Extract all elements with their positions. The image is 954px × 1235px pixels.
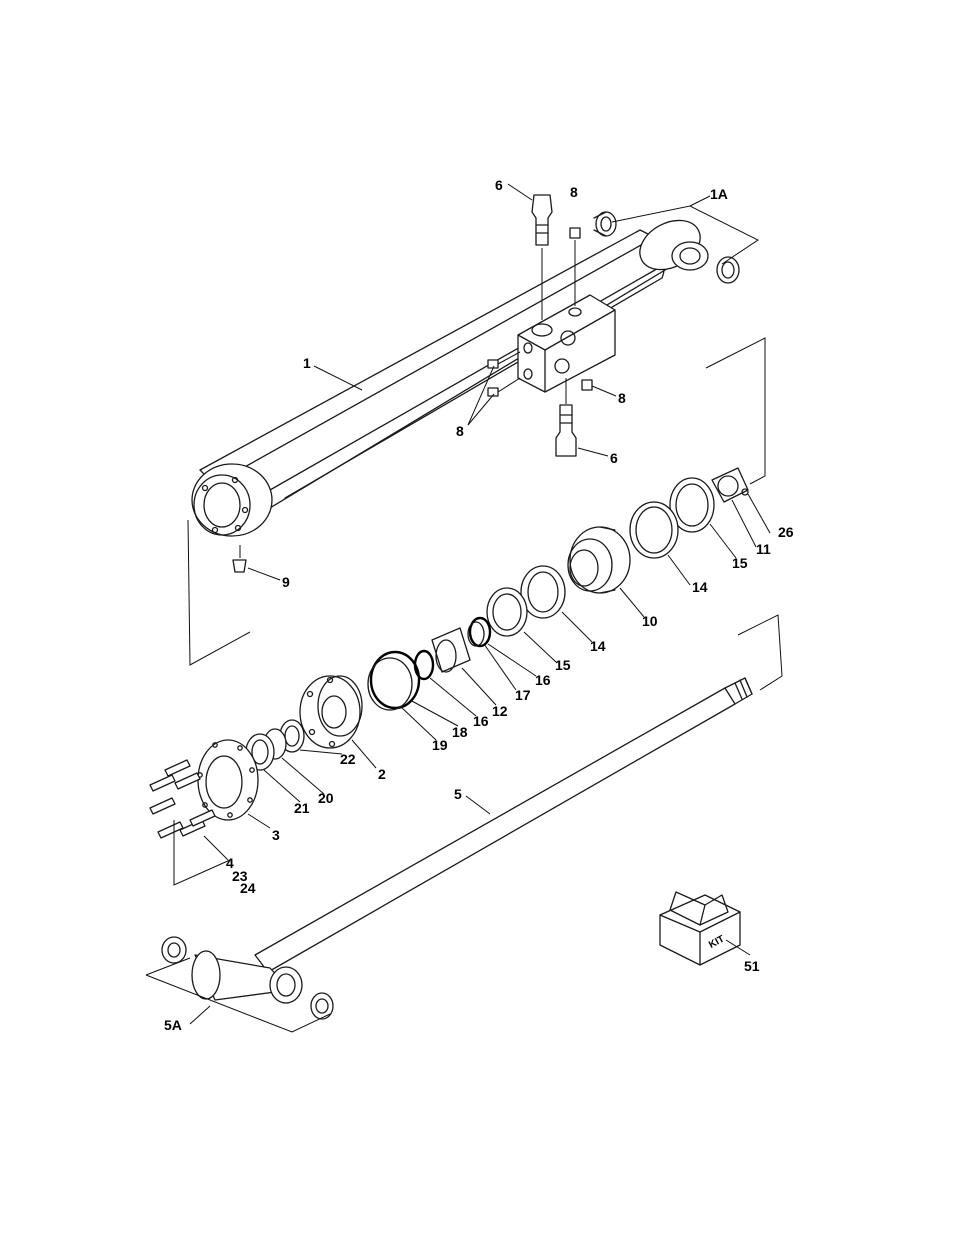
callout-16-lower: 16 (473, 713, 489, 729)
callout-10: 10 (642, 613, 658, 629)
callout-21: 21 (294, 800, 310, 816)
callout-18: 18 (452, 724, 468, 740)
seal-kit-box (660, 892, 740, 965)
callout-1: 1 (303, 355, 311, 371)
retainer-flange (198, 740, 258, 820)
callout-16-upper: 16 (535, 672, 551, 688)
hose-fitting-bottom (556, 378, 576, 456)
callout-24: 24 (240, 880, 256, 896)
callout-26: 26 (778, 524, 794, 540)
callout-6-bottom: 6 (610, 450, 618, 466)
callout-5: 5 (454, 786, 462, 802)
callout-9: 9 (282, 574, 290, 590)
callout-51: 51 (744, 958, 760, 974)
callout-14-lower: 14 (590, 638, 606, 654)
callout-22: 22 (340, 751, 356, 767)
callout-6-top: 6 (495, 177, 503, 193)
callout-15-lower: 15 (555, 657, 571, 673)
callout-11: 11 (756, 541, 771, 557)
callout-leaders (190, 184, 770, 1024)
callout-3: 3 (272, 827, 280, 843)
piston-assembly (368, 468, 748, 710)
callout-2: 2 (378, 766, 386, 782)
callout-1a: 1A (710, 186, 728, 202)
callout-19: 19 (432, 737, 448, 753)
callout-20: 20 (318, 790, 334, 806)
callout-8-right: 8 (618, 390, 626, 406)
callout-17: 17 (515, 687, 531, 703)
callout-15-upper: 15 (732, 555, 748, 571)
callout-12: 12 (492, 703, 508, 719)
cylinder-barrel (192, 211, 709, 536)
barrel-plug (233, 545, 246, 572)
callout-8-top: 8 (570, 184, 578, 200)
callout-14-upper: 14 (692, 579, 708, 595)
callout-8-left: 8 (456, 423, 464, 439)
callout-5a: 5A (164, 1017, 182, 1033)
